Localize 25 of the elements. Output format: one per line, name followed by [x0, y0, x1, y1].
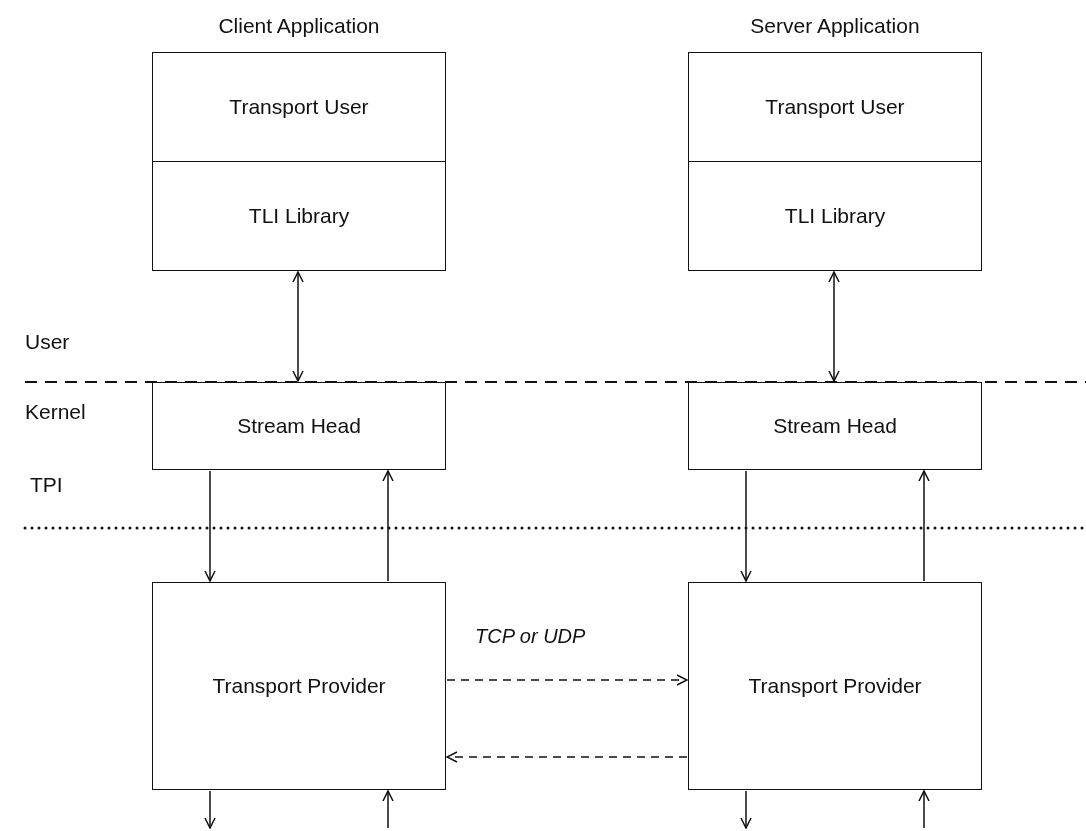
- arrow: [828, 271, 840, 382]
- column-heading: Server Application: [750, 14, 920, 38]
- arrow: [740, 470, 752, 582]
- arrow: [740, 790, 752, 829]
- arrow: [292, 271, 304, 382]
- arrow: [918, 790, 930, 829]
- process-box: Transport Provider: [688, 582, 982, 790]
- layer-label: TPI: [30, 473, 63, 497]
- layer-label: User: [25, 330, 70, 354]
- layer-label: Kernel: [25, 400, 86, 424]
- process-box: Stream Head: [688, 382, 982, 470]
- arrow: [204, 790, 216, 829]
- arrow: [204, 470, 216, 582]
- process-box: Transport Provider: [152, 582, 446, 790]
- process-box: TLI Library: [688, 161, 982, 271]
- dashed-arrow: [446, 751, 688, 763]
- process-box: TLI Library: [152, 161, 446, 271]
- column-heading: Client Application: [218, 14, 380, 38]
- arrow: [918, 470, 930, 582]
- process-box: Transport User: [688, 52, 982, 162]
- arrow: [382, 470, 394, 582]
- dashed-arrow: [446, 674, 688, 686]
- process-box: Transport User: [152, 52, 446, 162]
- arrow: [382, 790, 394, 829]
- process-box: Stream Head: [152, 382, 446, 470]
